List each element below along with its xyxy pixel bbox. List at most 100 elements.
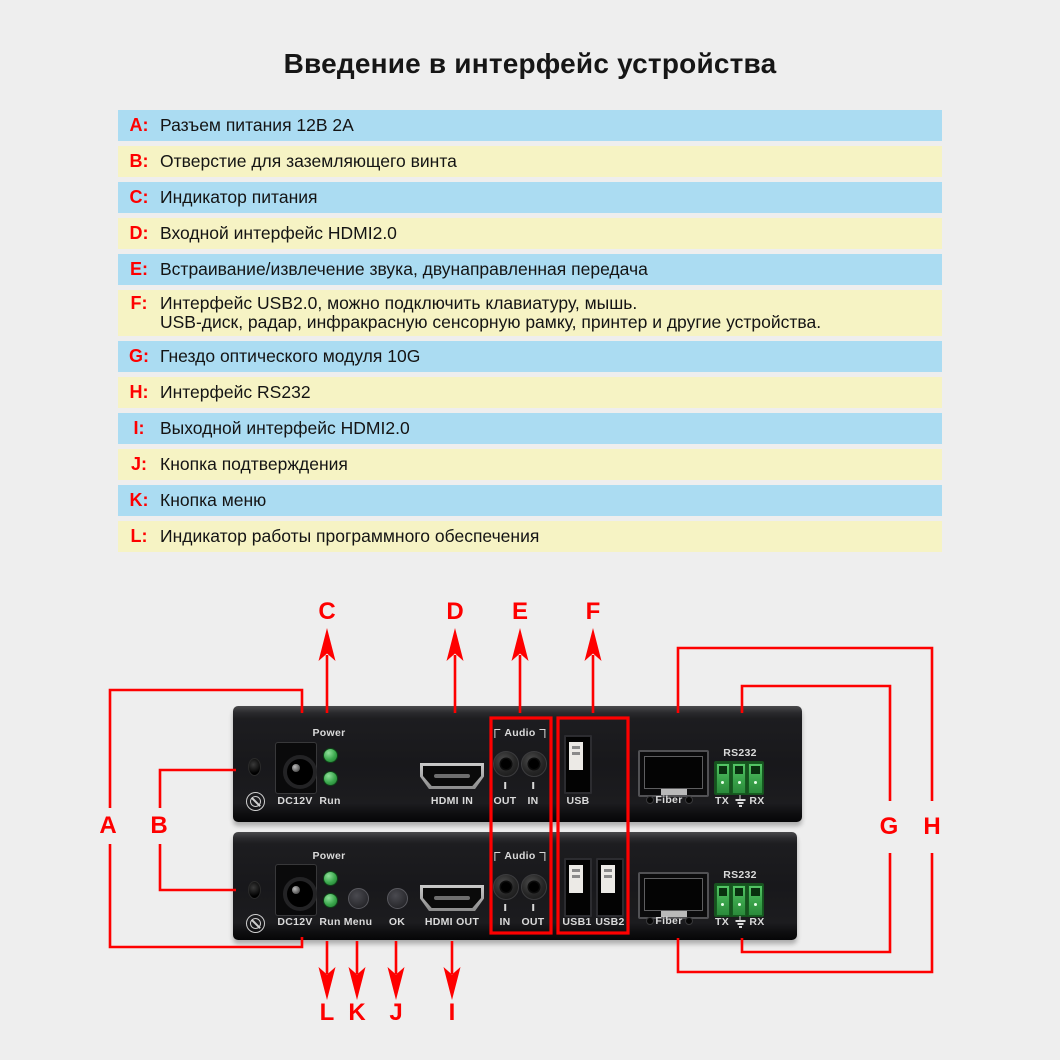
callout-e: E: [511, 598, 529, 625]
dc-power-jack: [275, 742, 317, 794]
audio-in-jack: [521, 751, 547, 777]
callout-a: A: [99, 812, 117, 839]
menu-label: Menu: [343, 916, 373, 928]
callout-k: K: [348, 999, 366, 1026]
callout-b: B: [150, 812, 168, 839]
power-led: [323, 871, 338, 886]
page-title: Введение в интерфейс устройства: [283, 48, 777, 79]
grounding-screw-hole: [248, 881, 261, 899]
tx-label: TX: [714, 795, 730, 807]
run-label: Run: [319, 795, 341, 807]
hdmi-out-label: HDMI OUT: [424, 916, 480, 928]
device-transmitter: DC12V Power Run HDMI IN Audio OUT IN USB…: [233, 706, 802, 822]
power-label: Power: [312, 727, 346, 739]
legend-text: Индикатор работы программного обеспечени…: [160, 526, 540, 546]
callout-j: J: [389, 999, 403, 1026]
legend-key: K:: [129, 490, 149, 510]
tick-mark: [532, 904, 534, 911]
fiber-led: [646, 796, 654, 804]
legend-text: Гнездо оптического модуля 10G: [160, 346, 421, 366]
usb-label: USB: [566, 795, 590, 807]
audio-in-jack: [493, 874, 519, 900]
run-led: [323, 893, 338, 908]
run-label: Run: [319, 916, 341, 928]
legend-text: Входной интерфейс HDMI2.0: [160, 223, 397, 243]
legend-text: Интерфейс RS232: [160, 382, 311, 402]
usb1-port: [564, 858, 592, 917]
tick-mark: [504, 782, 506, 789]
hdmi-in-label: HDMI IN: [430, 795, 474, 807]
legend-key: E:: [130, 259, 148, 279]
legend-row-a: A:Разъем питания 12В 2А: [118, 110, 942, 141]
rx-label: RX: [749, 916, 765, 928]
callout-d: D: [446, 598, 464, 625]
legend-row-l: L: Индикатор работы программного обеспече…: [118, 521, 942, 552]
legend-text: Кнопка подтверждения: [160, 454, 348, 474]
audio-out-jack: [493, 751, 519, 777]
menu-button: [348, 888, 369, 909]
legend-text: Индикатор питания: [160, 187, 318, 207]
audio-in-label: IN: [527, 795, 539, 807]
legend-key: I:: [133, 418, 145, 438]
fiber-sfp-port: [638, 750, 709, 797]
legend-text: Отверстие для заземляющего винта: [160, 151, 457, 171]
ground-symbol-icon: [246, 792, 265, 811]
audio-out-label: OUT: [521, 916, 545, 928]
legend-text: Интерфейс USB2.0, можно подключить клави…: [160, 294, 821, 332]
rs232-terminal: [714, 761, 764, 795]
usb-port: [564, 735, 592, 794]
audio-in-label: IN: [499, 916, 511, 928]
legend-key: B:: [129, 151, 149, 171]
legend-row-k: K: Кнопка меню: [118, 485, 942, 516]
callout-g: G: [879, 813, 899, 840]
legend-row-g: G: Гнездо оптического модуля 10G: [118, 341, 942, 372]
legend-key: F:: [130, 293, 148, 313]
usb2-label: USB2: [595, 916, 625, 928]
fiber-led: [646, 917, 654, 925]
tick-mark: [504, 904, 506, 911]
power-led: [323, 748, 338, 763]
power-label: Power: [312, 850, 346, 862]
device-receiver: DC12V Power Run Menu OK HDMI OUT Audio I…: [233, 832, 797, 940]
legend-text-line2: USB-диск, радар, инфракрасную сенсорную …: [160, 312, 822, 332]
ground-symbol-icon: [246, 914, 265, 933]
legend-key: L:: [130, 526, 148, 546]
legend-key: H:: [129, 382, 149, 402]
legend-key: J:: [130, 454, 147, 474]
fiber-sfp-port: [638, 872, 709, 919]
legend-text: Встраивание/извлечение звука, двунаправл…: [160, 259, 648, 279]
audio-out-label: OUT: [493, 795, 517, 807]
usb1-label: USB1: [562, 916, 592, 928]
hdmi-out-port: [420, 885, 484, 911]
ground-pin-icon: [735, 795, 746, 807]
dc12v-label: DC12V: [277, 795, 313, 807]
audio-section-label: Audio: [494, 728, 546, 738]
legend-row-b: B: Отверстие для заземляющего винта: [118, 146, 942, 177]
legend-text-line1: Интерфейс USB2.0, можно подключить клави…: [160, 293, 638, 313]
ok-button: [387, 888, 408, 909]
legend-row-c: C:Индикатор питания: [118, 182, 942, 213]
legend-key: G:: [129, 346, 149, 366]
tick-mark: [532, 782, 534, 789]
legend-text: Выходной интерфейс HDMI2.0: [160, 418, 410, 438]
legend-key: A:: [129, 115, 149, 135]
rs232-label: RS232: [723, 869, 757, 881]
legend-row-i: I: Выходной интерфейс HDMI2.0: [118, 413, 942, 444]
rs232-label: RS232: [723, 747, 757, 759]
legend-key: D:: [129, 223, 149, 243]
audio-out-jack: [521, 874, 547, 900]
legend-text: Кнопка меню: [160, 490, 267, 510]
legend-row-f: F: Интерфейс USB2.0, можно подключить кла…: [118, 290, 942, 336]
callout-f: F: [585, 598, 601, 625]
grounding-screw-hole: [248, 758, 261, 776]
fiber-led: [685, 796, 693, 804]
audio-section-label: Audio: [494, 851, 546, 861]
hdmi-in-port: [420, 763, 484, 789]
legend-row-h: H: Интерфейс RS232: [118, 377, 942, 408]
legend-table: A:Разъем питания 12В 2А B: Отверстие для …: [118, 110, 942, 557]
dc-power-jack: [275, 864, 317, 916]
callout-h: H: [923, 813, 941, 840]
fiber-label: Fiber: [655, 915, 683, 927]
legend-row-d: D: Входной интерфейс HDMI2.0: [118, 218, 942, 249]
